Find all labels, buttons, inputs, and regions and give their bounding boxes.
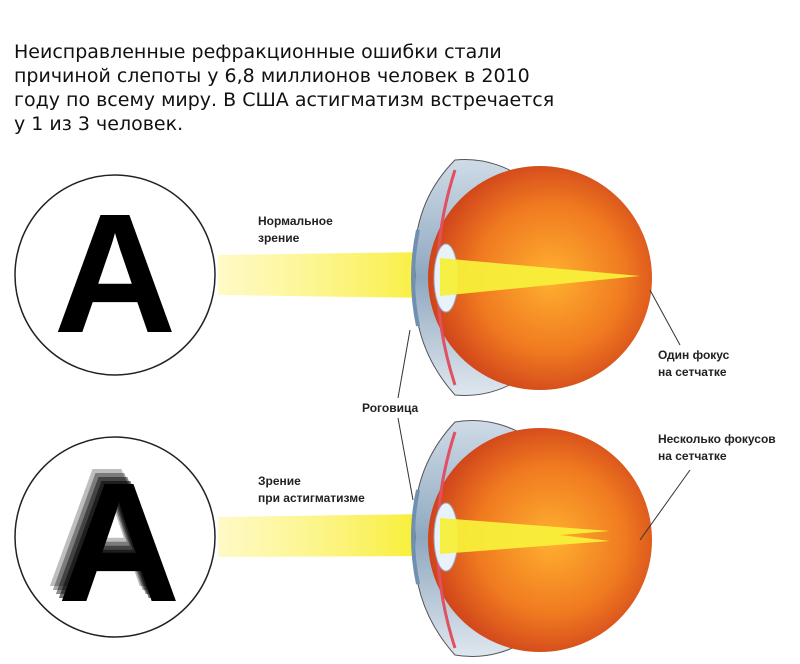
cornea-leader-bottom [397, 417, 414, 501]
astig-focus-beam [440, 518, 610, 554]
label-normal-line1: Нормальное [258, 214, 333, 228]
normal-letter-circle [14, 174, 216, 376]
label-many-focus-line2: на сетчатке [658, 449, 727, 463]
label-one-focus-line2: на сетчатке [658, 365, 727, 379]
labels: Нормальное зрение Зрение при астигматизм… [258, 214, 776, 541]
label-many-focus-line1: Несколько фокусов [658, 432, 776, 446]
cornea-leader-top [397, 329, 411, 399]
intro-line-1: Неисправленные рефракционные ошибки стал… [14, 41, 502, 63]
astig-blurred-letter: A A A A A [46, 433, 181, 638]
svg-text:A: A [55, 445, 178, 635]
normal-focus-beam [440, 258, 640, 296]
astigmatism-row: A A A A A [14, 420, 652, 657]
normal-eye [411, 159, 652, 396]
label-astig-line1: Зрение [258, 474, 301, 488]
astig-eye [411, 420, 652, 657]
svg-text:A: A [52, 441, 175, 631]
label-astig-line2: при астигматизме [258, 491, 365, 505]
one-focus-leader [649, 289, 681, 346]
label-cornea: Роговица [362, 401, 418, 415]
svg-text:A: A [46, 433, 169, 623]
normal-letter: A [54, 179, 177, 369]
svg-text:A: A [49, 437, 172, 627]
many-focus-leader [639, 469, 691, 541]
svg-text:A: A [58, 448, 181, 638]
intro-line-2: причиной слепоты у 6,8 миллионов человек… [14, 65, 530, 87]
intro-text: Неисправленные рефракционные ошибки стал… [14, 40, 614, 136]
intro-line-3: году по всему миру. В США астигматизм вс… [14, 89, 555, 111]
label-one-focus-line1: Один фокус [658, 348, 730, 362]
label-normal-line2: зрение [258, 231, 300, 245]
astig-letter-circle [14, 436, 216, 638]
intro-line-4: у 1 из 3 человек. [14, 113, 184, 135]
normal-vision-row: A [14, 159, 652, 396]
